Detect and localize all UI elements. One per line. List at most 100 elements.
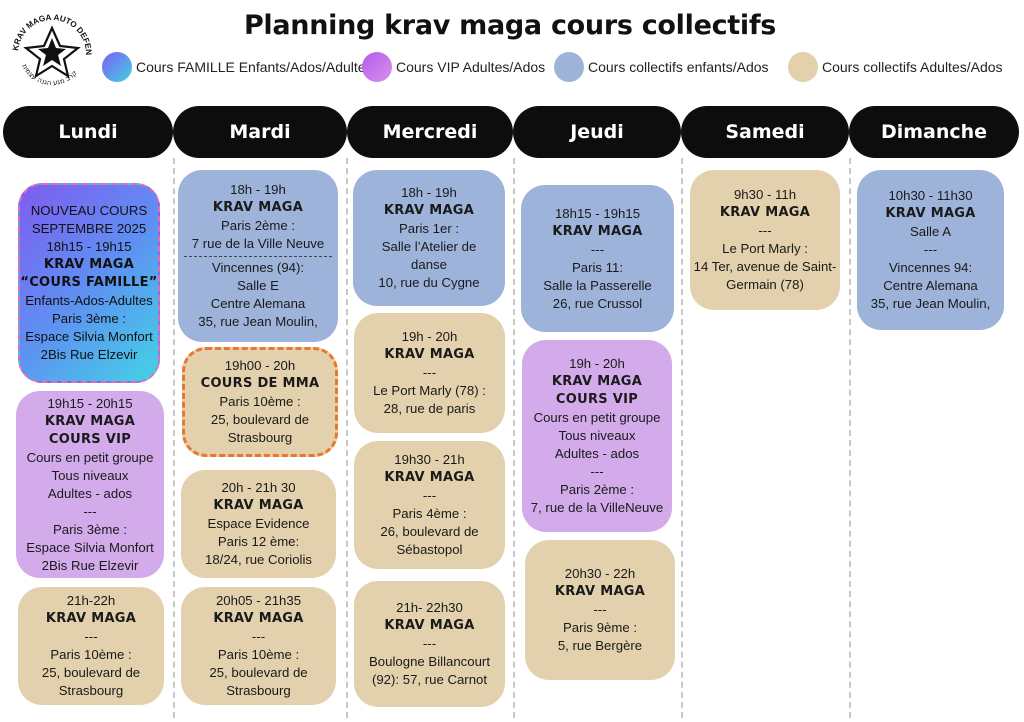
session-detail: ---: [422, 488, 437, 503]
session-time: 19h15 - 20h15: [47, 395, 133, 411]
session-detail: Le Port Marly (78) :: [373, 383, 486, 398]
session-detail: Centre Alemana: [883, 278, 978, 293]
session-detail: Centre Alemana: [210, 296, 306, 311]
session-detail: Cours en petit groupe: [533, 410, 661, 425]
session-title: KRAV MAGA: [213, 611, 304, 626]
legend-label: Cours VIP Adultes/Ados: [396, 59, 546, 75]
session-title: KRAV MAGA: [384, 618, 475, 633]
session-detail: Le Port Marly :: [722, 241, 808, 256]
session-detail: Paris 12 ème:: [217, 534, 300, 549]
session-detail: Vincennes (94):: [211, 260, 305, 275]
session-title: KRAV MAGA: [44, 413, 136, 429]
session-detail: Salle A: [909, 224, 952, 239]
session-detail: Vincennes 94:: [888, 260, 973, 275]
legend-swatch: [362, 52, 392, 82]
session-detail: 2Bis Rue Elzevir: [41, 557, 139, 573]
session-detail: Paris 3ème :: [51, 311, 127, 326]
session-detail: Paris 3ème :: [52, 521, 128, 537]
session-detail: 18/24, rue Coriolis: [204, 552, 313, 567]
session-detail: Germain (78): [726, 277, 804, 292]
session-detail: Salle l’Atelier de: [381, 239, 477, 254]
session-detail: Adultes - ados: [47, 485, 133, 501]
session-time: 9h30 - 11h: [733, 187, 797, 202]
session-title: KRAV MAGA: [383, 203, 475, 218]
session-detail: Paris 10ème :: [217, 647, 300, 662]
session-time: 18h - 19h: [230, 182, 286, 197]
session-detail: 2Bis Rue Elzevir: [40, 347, 138, 362]
session-detail: 7 rue de la Ville Neuve: [191, 236, 325, 251]
session-detail: danse: [411, 257, 447, 272]
day-header-mercredi: Mercredi: [347, 106, 513, 158]
session-detail: Salle la Passerelle: [543, 277, 652, 293]
session-detail: 7, rue de la VilleNeuve: [530, 500, 664, 515]
session-detail: 28, rue de paris: [383, 401, 476, 416]
session-detail: ---: [590, 241, 605, 257]
session-time: 20h05 - 21h35: [215, 593, 302, 608]
club-logo: KRAV MAGA AUTO DEFENSE קרב מגע הגנה עצמי…: [3, 0, 98, 96]
session-detail: ---: [83, 503, 97, 519]
session-title: KRAV MAGA: [554, 584, 646, 599]
session-detail: Paris 2ème :: [220, 218, 296, 233]
session-title: KRAV MAGA: [213, 498, 304, 513]
session-detail: Salle E: [237, 278, 279, 293]
session-title: COURS DE MMA: [200, 376, 320, 391]
session-detail: 26, boulevard de: [380, 524, 479, 539]
day-header-dimanche: Dimanche: [849, 106, 1019, 158]
session-title: COURS VIP: [48, 431, 132, 447]
session-detail: Tous niveaux: [51, 467, 129, 483]
session-detail: 5, rue Bergère: [557, 638, 643, 653]
session-title: KRAV MAGA: [384, 347, 475, 362]
session-detail: Paris 2ème :: [559, 482, 635, 497]
legend-item-enfants: Cours collectifs enfants/Ados: [554, 52, 769, 82]
legend-swatch: [788, 52, 818, 82]
session-detail: ---: [84, 629, 98, 644]
session-detail: ---: [593, 602, 607, 617]
session-detail: ---: [758, 223, 772, 238]
legend-swatch: [102, 52, 132, 82]
legend-item-vip: Cours VIP Adultes/Ados: [362, 52, 545, 82]
session-time: NOUVEAU COURS: [30, 203, 148, 218]
session-title: KRAV MAGA: [719, 205, 811, 220]
session-detail: Strasbourg: [226, 683, 291, 698]
day-header-samedi: Samedi: [681, 106, 849, 158]
session-title: KRAV MAGA: [551, 374, 643, 389]
session-detail: ---: [422, 365, 437, 380]
legend-swatch: [554, 52, 584, 82]
session-title: KRAV MAGA: [43, 257, 135, 272]
session-detail: Espace Silvia Monfort: [25, 329, 153, 344]
legend-label: Cours collectifs Adultes/Ados: [822, 59, 1003, 75]
session-title: KRAV MAGA: [885, 206, 976, 221]
session-detail: ---: [923, 242, 938, 257]
session-title: KRAV MAGA: [384, 470, 475, 485]
column-divider: [173, 158, 175, 718]
session-detail: Cours en petit groupe: [26, 449, 154, 465]
session-detail: Espace Evidence: [207, 516, 310, 531]
dashed-separator: [184, 256, 332, 257]
session-time: 18h15 - 19h15: [554, 205, 641, 221]
session-detail: Paris 10ème :: [219, 394, 301, 409]
session-detail: Strasbourg: [227, 430, 293, 445]
session-detail: Enfants-Ados-Adultes: [25, 293, 153, 308]
session-detail: 25, boulevard de: [41, 665, 141, 680]
session-detail: ---: [422, 636, 437, 651]
session-detail: 25, boulevard de: [209, 665, 308, 680]
page-title: Planning krav maga cours collectifs: [243, 10, 777, 41]
session-time: 10h30 - 11h30: [888, 188, 973, 203]
session-title: KRAV MAGA: [212, 200, 304, 215]
session-detail: Sébastopol: [396, 542, 463, 557]
column-divider: [681, 158, 683, 718]
day-header-lundi: Lundi: [3, 106, 173, 158]
